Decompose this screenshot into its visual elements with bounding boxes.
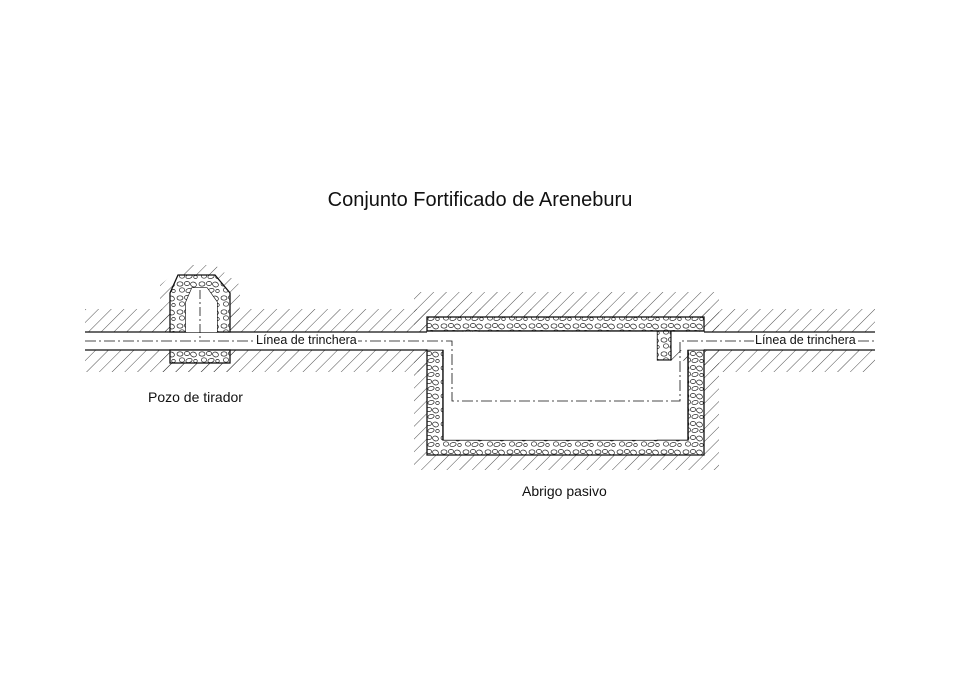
pozo-de-tirador: [169, 274, 231, 364]
trench-centerline: [85, 340, 875, 402]
abrigo-pasivo: [426, 316, 705, 456]
trench-label-left: Línea de trinchera: [255, 333, 358, 347]
abrigo-label: Abrigo pasivo: [522, 483, 607, 499]
page-title: Conjunto Fortificado de Areneburu: [327, 189, 633, 211]
trench-label-right: Línea de trinchera: [754, 333, 857, 347]
pozo-label: Pozo de tirador: [148, 389, 243, 405]
